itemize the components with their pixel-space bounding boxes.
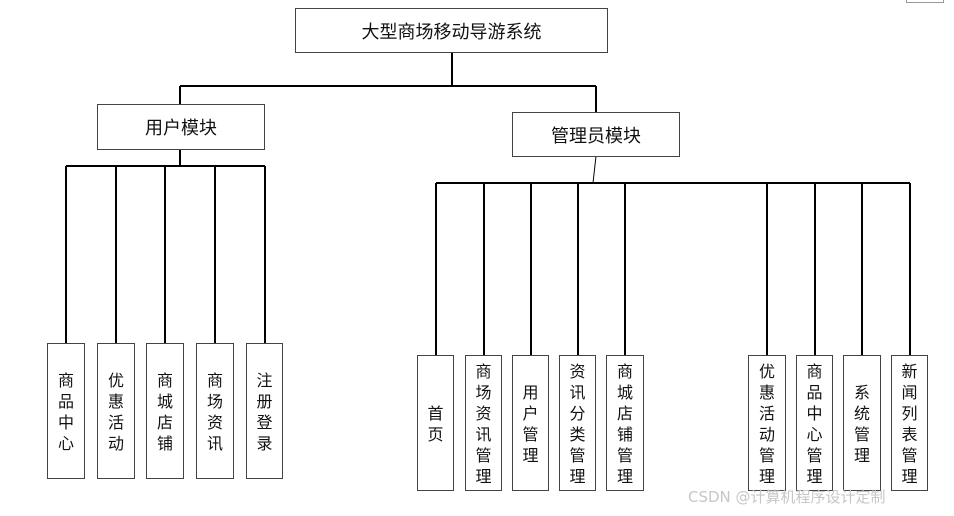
watermark-text: CSDN @计算机程序设计定制: [688, 488, 886, 506]
leaf-label: 优惠活动: [107, 371, 124, 453]
admin-leaf-user-management: 用户管理: [512, 355, 549, 491]
leaf-label: 商城店铺管理: [616, 362, 633, 486]
leaf-label: 商品中心: [57, 371, 74, 453]
user-leaf-mall-news: 商场资讯: [196, 343, 234, 479]
user-module-label: 用户模块: [145, 118, 217, 139]
leaf-label: 商城店铺: [156, 371, 173, 453]
root-node-label: 大型商场移动导游系统: [361, 21, 542, 43]
user-leaf-promotions: 优惠活动: [97, 343, 135, 479]
admin-module-label: 管理员模块: [551, 125, 641, 147]
root-node: 大型商场移动导游系统: [295, 8, 608, 53]
admin-leaf-news-management: 商场资讯管理: [465, 355, 502, 491]
corner-tab: [906, 0, 944, 3]
leaf-label: 新闻列表管理: [901, 362, 918, 486]
admin-module-node: 管理员模块: [512, 112, 680, 157]
leaf-label: 系统管理: [853, 383, 870, 465]
leaf-label: 商场资讯管理: [475, 362, 492, 486]
admin-leaf-system-management: 系统管理: [843, 355, 881, 491]
admin-leaf-news-list-management: 新闻列表管理: [891, 355, 928, 491]
leaf-label: 用户管理: [522, 383, 539, 465]
admin-leaf-category-management: 资讯分类管理: [559, 355, 596, 491]
leaf-label: 资讯分类管理: [569, 362, 586, 486]
leaf-label: 注册登录: [256, 371, 273, 453]
user-leaf-product-center: 商品中心: [47, 343, 85, 479]
admin-leaf-product-management: 商品中心管理: [796, 355, 833, 491]
user-leaf-mall-shops: 商城店铺: [146, 343, 184, 479]
leaf-label: 优惠活动管理: [758, 362, 775, 486]
user-module-node: 用户模块: [97, 104, 265, 150]
admin-leaf-promotion-management: 优惠活动管理: [748, 355, 786, 491]
user-leaf-register-login: 注册登录: [246, 343, 283, 479]
leaf-label: 商场资讯: [206, 371, 223, 453]
admin-leaf-shop-management: 商城店铺管理: [606, 355, 644, 491]
leaf-label: 首页: [427, 404, 444, 444]
leaf-label: 商品中心管理: [806, 362, 823, 486]
admin-leaf-home: 首页: [417, 355, 454, 491]
